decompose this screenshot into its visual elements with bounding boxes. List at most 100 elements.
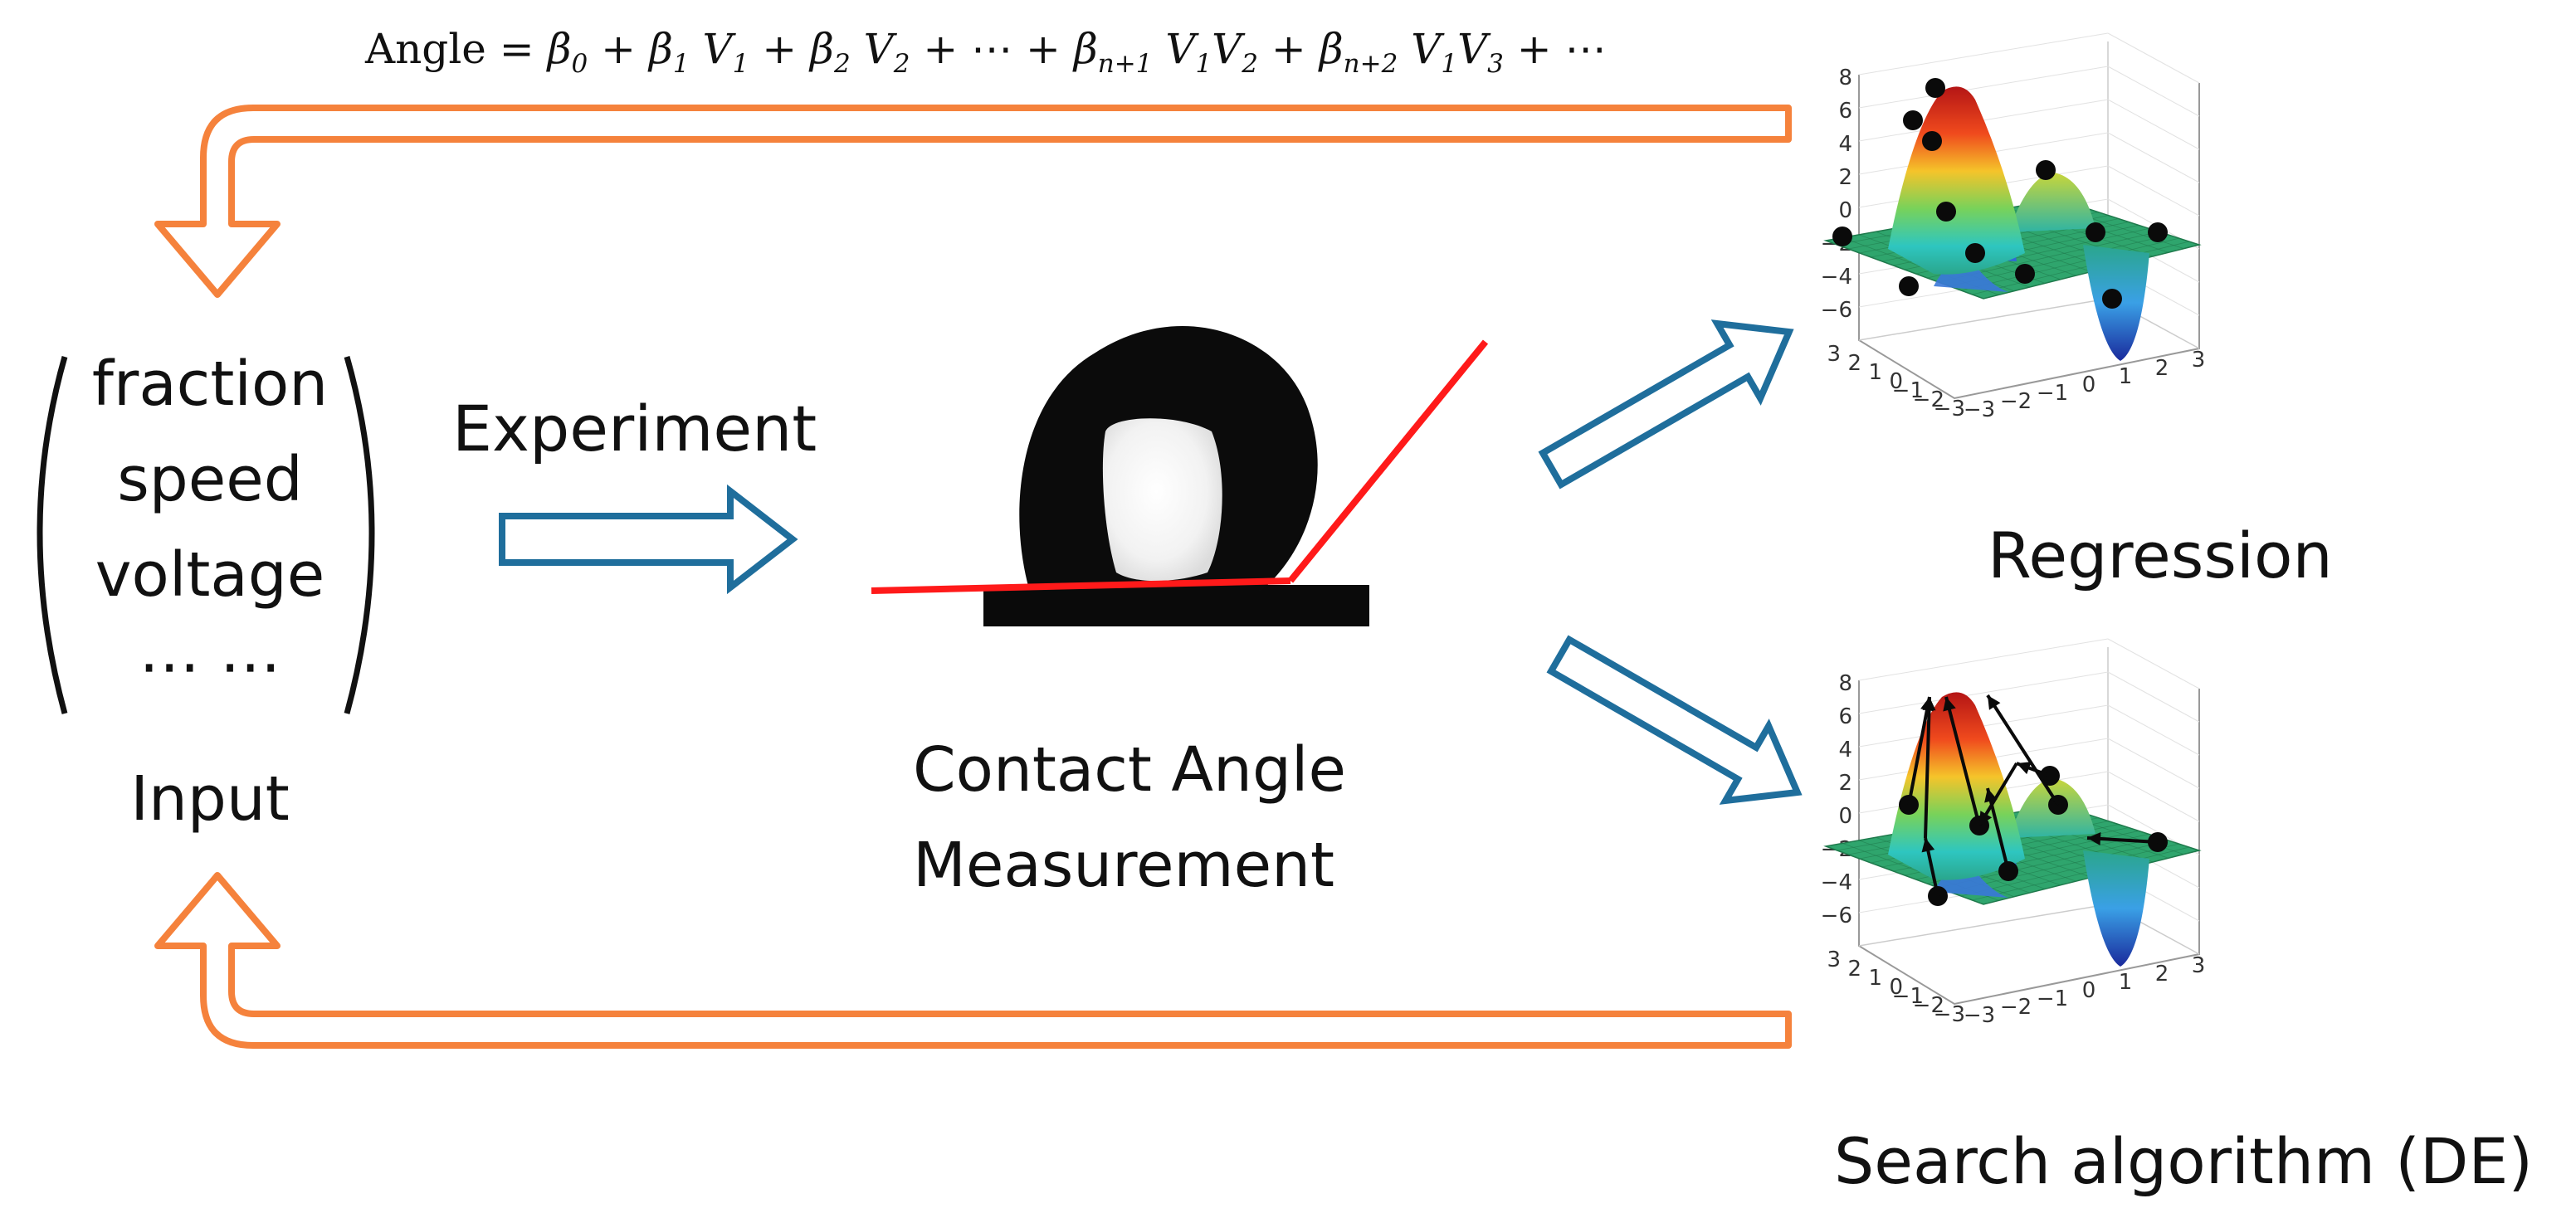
mesh-line bbox=[1972, 241, 2189, 295]
grid-line bbox=[2107, 704, 2200, 756]
z-tick-label: 8 bbox=[1838, 66, 1852, 90]
grid-line bbox=[2107, 66, 2200, 117]
xy-tick-label: 0 bbox=[2082, 978, 2096, 1003]
sample-point bbox=[1936, 202, 1956, 222]
xy-tick-label: −1 bbox=[2037, 381, 2068, 406]
xy-tick-label: −3 bbox=[1964, 1003, 1995, 1028]
z-tick-label: 6 bbox=[1838, 704, 1852, 729]
left-paren bbox=[37, 356, 68, 714]
xy-tick-label: 3 bbox=[1827, 342, 1841, 367]
xy-tick-label: 2 bbox=[2155, 356, 2169, 381]
xy-tick-label: 1 bbox=[1868, 966, 1882, 991]
sample-point bbox=[2036, 160, 2056, 180]
input-item-speed: speed bbox=[117, 444, 303, 515]
grid-line bbox=[1858, 32, 2109, 76]
xy-tick-label: −3 bbox=[1934, 1002, 1965, 1027]
sample-point bbox=[1925, 78, 1945, 98]
sample-point bbox=[1832, 227, 1852, 246]
z-tick-label: 4 bbox=[1838, 132, 1852, 157]
xy-tick-label: 2 bbox=[1847, 957, 1861, 982]
xy-tick-label: 0 bbox=[2082, 373, 2096, 397]
xy-tick-label: 1 bbox=[2119, 970, 2133, 995]
xy-tick-label: 1 bbox=[1868, 360, 1882, 385]
search-arrowhead bbox=[1921, 838, 1935, 853]
experiment-label: Experiment bbox=[452, 392, 817, 465]
z-tick-label: −4 bbox=[1821, 265, 1852, 290]
xy-tick-label: −1 bbox=[1892, 984, 1924, 1009]
z-tick-label: 6 bbox=[1838, 99, 1852, 124]
xy-tick-label: 3 bbox=[2192, 953, 2206, 978]
search-arrowhead bbox=[1920, 697, 1934, 712]
search-arrowhead bbox=[2017, 762, 2032, 775]
xy-tick-label: 0 bbox=[1889, 369, 1903, 394]
mesh-line bbox=[1960, 237, 2179, 291]
grid-line bbox=[2107, 165, 2200, 217]
z-tick-label: −6 bbox=[1821, 298, 1852, 323]
grid-line bbox=[1858, 671, 2109, 714]
grid-line bbox=[2107, 638, 2200, 689]
axis-floor bbox=[1858, 298, 2200, 349]
grid-line bbox=[2107, 771, 2200, 822]
mesh-line bbox=[1972, 846, 2189, 901]
grid-line bbox=[2107, 32, 2200, 84]
equation-tail: + ⋯ bbox=[1503, 25, 1607, 73]
xy-tick-label: 0 bbox=[1889, 975, 1903, 1000]
xy-tick-label: −1 bbox=[2037, 986, 2068, 1011]
xy-tick-label: 3 bbox=[2192, 348, 2206, 373]
sample-point bbox=[2102, 289, 2122, 309]
feedback-arrow-bottom bbox=[154, 872, 1792, 1049]
surface-valley bbox=[2083, 850, 2149, 967]
measurement-label-line2: Measurement bbox=[913, 830, 1335, 901]
search-arrowhead bbox=[1979, 811, 1993, 826]
equation-term: + βn+2 V1V3 bbox=[1271, 25, 1504, 79]
sample-point bbox=[1965, 243, 1985, 263]
xy-tick-label: −2 bbox=[2000, 995, 2032, 1020]
equation-term: + β2 V2 bbox=[762, 25, 910, 79]
experiment-arrow bbox=[499, 484, 798, 595]
axis-floor bbox=[1858, 904, 2200, 955]
z-tick-label: 4 bbox=[1838, 738, 1852, 762]
surface-bump bbox=[2008, 173, 2095, 232]
equation-term: β0 bbox=[547, 25, 588, 79]
regression-equation: Angle = β0 + β1 V1 + β2 V2 + ⋯ + βn+1 V1… bbox=[365, 25, 1607, 79]
equation-term: + ⋯ + βn+1 V1V2 bbox=[923, 25, 1259, 79]
search-path bbox=[1986, 694, 2060, 806]
grid-line bbox=[2107, 132, 2200, 183]
sample-point bbox=[2086, 222, 2105, 242]
equation-lhs: Angle = bbox=[365, 25, 534, 73]
droplet-image bbox=[871, 325, 1489, 626]
z-tick-label: 2 bbox=[1838, 165, 1852, 190]
feedback-arrow-top bbox=[154, 105, 1792, 298]
surface-peak bbox=[1888, 86, 2025, 275]
grid-line bbox=[2107, 671, 2200, 723]
z-tick-label: 0 bbox=[1838, 804, 1852, 829]
search-path bbox=[1986, 787, 2010, 872]
tangent-line bbox=[1287, 339, 1489, 583]
xy-tick-label: −2 bbox=[1913, 387, 1944, 412]
search-arrowhead bbox=[2087, 831, 2101, 845]
arrow-to-regression bbox=[1538, 319, 1794, 490]
xy-tick-label: −2 bbox=[2000, 389, 2032, 414]
right-paren bbox=[344, 356, 375, 714]
search-arrowhead bbox=[1984, 788, 1998, 803]
xy-tick-label: −3 bbox=[1934, 397, 1965, 421]
xy-tick-label: 2 bbox=[1847, 351, 1861, 376]
grid-line bbox=[1858, 66, 2109, 109]
search-path bbox=[1907, 696, 1931, 806]
xy-tick-label: 2 bbox=[2155, 962, 2169, 986]
sample-point bbox=[2015, 264, 2035, 284]
regression-label: Regression bbox=[1988, 519, 2333, 592]
z-tick-label: 2 bbox=[1838, 771, 1852, 796]
input-item-ellipsis: ⋯ ⋯ bbox=[139, 631, 281, 702]
grid-line bbox=[2107, 99, 2200, 150]
sample-point bbox=[1899, 276, 1919, 296]
z-tick-label: 0 bbox=[1838, 198, 1852, 223]
arrow-to-search bbox=[1546, 635, 1803, 805]
xy-tick-label: 3 bbox=[1827, 948, 1841, 972]
equation-term: + β1 V1 bbox=[601, 25, 749, 79]
xy-tick-label: 1 bbox=[2119, 364, 2133, 389]
xy-tick-label: −3 bbox=[1964, 397, 1995, 422]
